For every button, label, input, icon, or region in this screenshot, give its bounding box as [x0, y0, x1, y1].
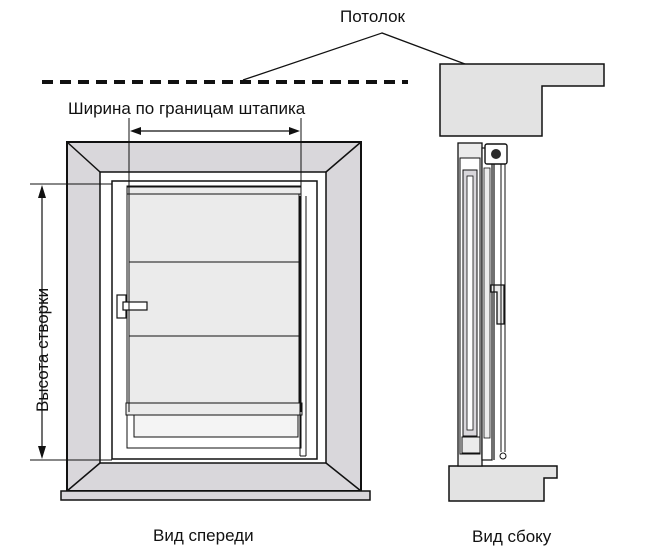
side-window-handle: [490, 284, 505, 325]
height-label: Высота створки: [33, 288, 52, 412]
front-view-caption: Вид спереди: [153, 526, 254, 545]
width-dimension: [128, 118, 302, 412]
blind-roller: [126, 186, 302, 195]
width-label: Ширина по границам штапика: [68, 99, 306, 118]
window-handle: [116, 294, 148, 319]
ceiling-label: Потолок: [340, 7, 406, 26]
height-dimension: [30, 183, 112, 461]
blind-bottom-bar: [125, 402, 303, 416]
blind-control-chain: [299, 196, 307, 457]
window-sill: [60, 490, 371, 501]
side-ceiling-lintel: [439, 63, 605, 137]
window-lower-glass: [133, 414, 299, 438]
side-view-caption: Вид сбоку: [472, 527, 552, 546]
blind-fabric: [128, 193, 300, 413]
side-view: [439, 63, 605, 502]
front-view: [60, 141, 371, 501]
side-sill-wall: [448, 465, 558, 502]
